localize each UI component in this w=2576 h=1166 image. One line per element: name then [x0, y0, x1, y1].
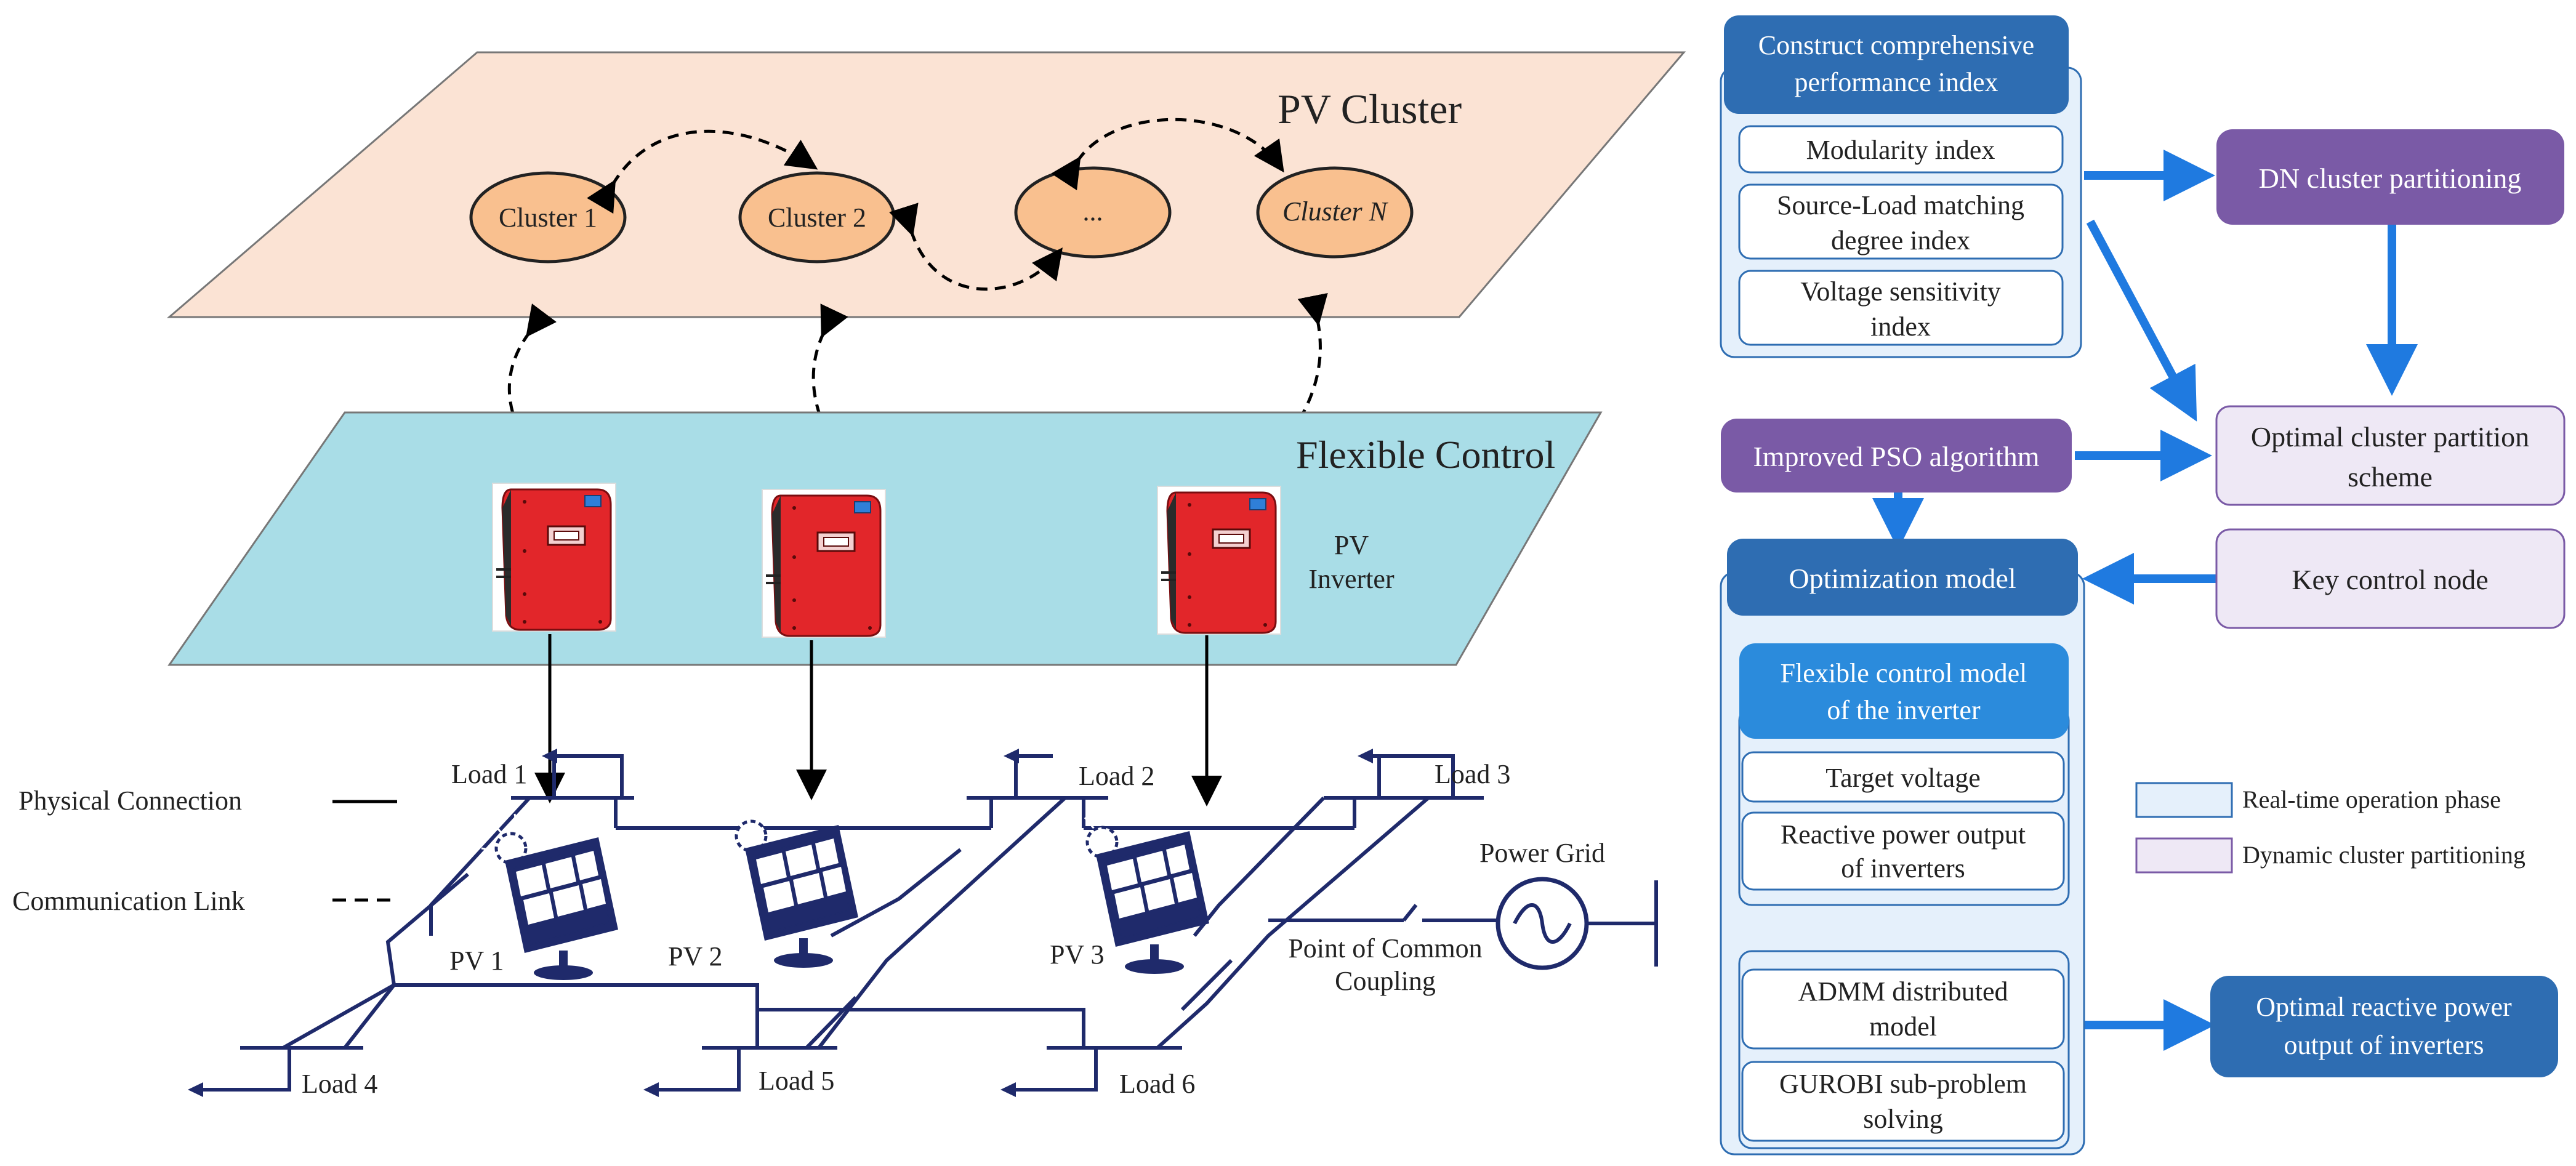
index-header [1724, 15, 2069, 114]
legend-realtime-swatch [2135, 782, 2233, 818]
legend-physical-connection: Physical Connection [18, 786, 242, 816]
load-label: Load 5 [759, 1066, 834, 1096]
reactive-power-text: of inverters [1841, 853, 1965, 883]
inverter-label: Inverter [1308, 564, 1395, 594]
gurobi-text: solving [1863, 1104, 1943, 1134]
ac-wave-icon [1513, 903, 1572, 944]
key-control-node-text: Key control node [2292, 564, 2488, 595]
load-label: Load 4 [302, 1069, 377, 1099]
target-voltage-text: Target voltage [1825, 763, 1980, 793]
cluster-node[interactable] [469, 171, 627, 263]
pv-label: PV 2 [668, 941, 722, 971]
inverter-label: PV [1334, 530, 1369, 560]
pcc-label: Coupling [1335, 966, 1436, 996]
optimal-scheme-box[interactable] [2215, 405, 2566, 506]
modularity-index-box[interactable] [1738, 125, 2064, 174]
optimal-reactive-text: Optimal reactive power [2256, 992, 2512, 1022]
optimization-model-text: Optimization model [1789, 563, 2016, 594]
cluster-node[interactable] [1256, 166, 1414, 259]
cluster-label: Cluster 1 [499, 203, 597, 233]
voltage-sensitivity-box[interactable] [1738, 270, 2064, 346]
pv-label: PV 3 [1050, 939, 1104, 970]
optimal-scheme-text: Optimal cluster partition [2251, 421, 2529, 452]
load-label: Load 1 [451, 759, 527, 789]
cluster-label: ... [1083, 196, 1103, 227]
pv-inverter-icon [761, 488, 887, 638]
gurobi-box[interactable] [1741, 1061, 2065, 1142]
reactive-power-box[interactable] [1741, 811, 2065, 891]
pv-inverter-icon [491, 482, 617, 632]
admm-text: ADMM distributed [1798, 976, 2008, 1007]
index-header-text: performance index [1794, 67, 1998, 97]
legend-dynamic-text: Dynamic cluster partitioning [2242, 841, 2526, 869]
flex-model-header[interactable] [1739, 643, 2069, 739]
source-load-index-text: Source-Load matching [1777, 190, 2024, 220]
distribution-network [197, 754, 1496, 1092]
flex-model-text: Flexible control model [1781, 658, 2027, 688]
flexible-control-title: Flexible Control [1296, 433, 1555, 476]
pv-cluster-title: PV Cluster [1278, 86, 1462, 132]
key-control-node-box[interactable] [2215, 528, 2566, 629]
source-load-index-box[interactable] [1738, 183, 2064, 260]
flow-arrows [1872, 150, 2418, 1051]
cluster-label: Cluster N [1282, 196, 1389, 227]
load-label: Load 6 [1119, 1069, 1195, 1099]
target-voltage-box[interactable] [1741, 751, 2065, 803]
physical-connection-arrows [534, 634, 1222, 806]
power-grid-label: Power Grid [1479, 838, 1605, 868]
source-load-index-text: degree index [1831, 225, 1970, 255]
admm-box[interactable] [1741, 968, 2065, 1050]
flex-model-text: of the inverter [1827, 695, 1981, 725]
modularity-index-text: Modularity index [1806, 135, 1995, 165]
optimal-reactive-box[interactable] [2210, 976, 2558, 1077]
load-label: Load 2 [1079, 761, 1154, 791]
pv-inverter-icon [1156, 485, 1282, 635]
index-header-text: Construct comprehensive [1758, 30, 2034, 60]
improved-pso-box[interactable] [1721, 419, 2072, 493]
dn-cluster-partitioning-text: DN cluster partitioning [2259, 163, 2522, 194]
optimal-scheme-text: scheme [2348, 461, 2433, 493]
voltage-sensitivity-text: Voltage sensitivity [1800, 276, 2001, 307]
load-arrowheads [188, 749, 1373, 1097]
optimal-reactive-text: output of inverters [2284, 1030, 2484, 1060]
pcc-label: Point of Common [1288, 933, 1482, 963]
voltage-sensitivity-text: index [1870, 312, 1931, 342]
legend-communication-link: Communication Link [12, 886, 245, 916]
cluster-label: Cluster 2 [768, 203, 866, 233]
load-label: Load 3 [1435, 759, 1510, 789]
gurobi-text: GUROBI sub-problem [1779, 1069, 2027, 1099]
improved-pso-text: Improved PSO algorithm [1753, 441, 2039, 472]
admm-text: model [1869, 1011, 1937, 1042]
reactive-power-text: Reactive power output [1781, 819, 2026, 850]
legend-dynamic-swatch [2135, 837, 2233, 874]
optimization-model-header[interactable] [1727, 539, 2078, 616]
pv-label: PV 1 [449, 946, 504, 976]
dn-cluster-partitioning-box[interactable] [2216, 129, 2564, 225]
legend-realtime-text: Real-time operation phase [2242, 786, 2501, 813]
